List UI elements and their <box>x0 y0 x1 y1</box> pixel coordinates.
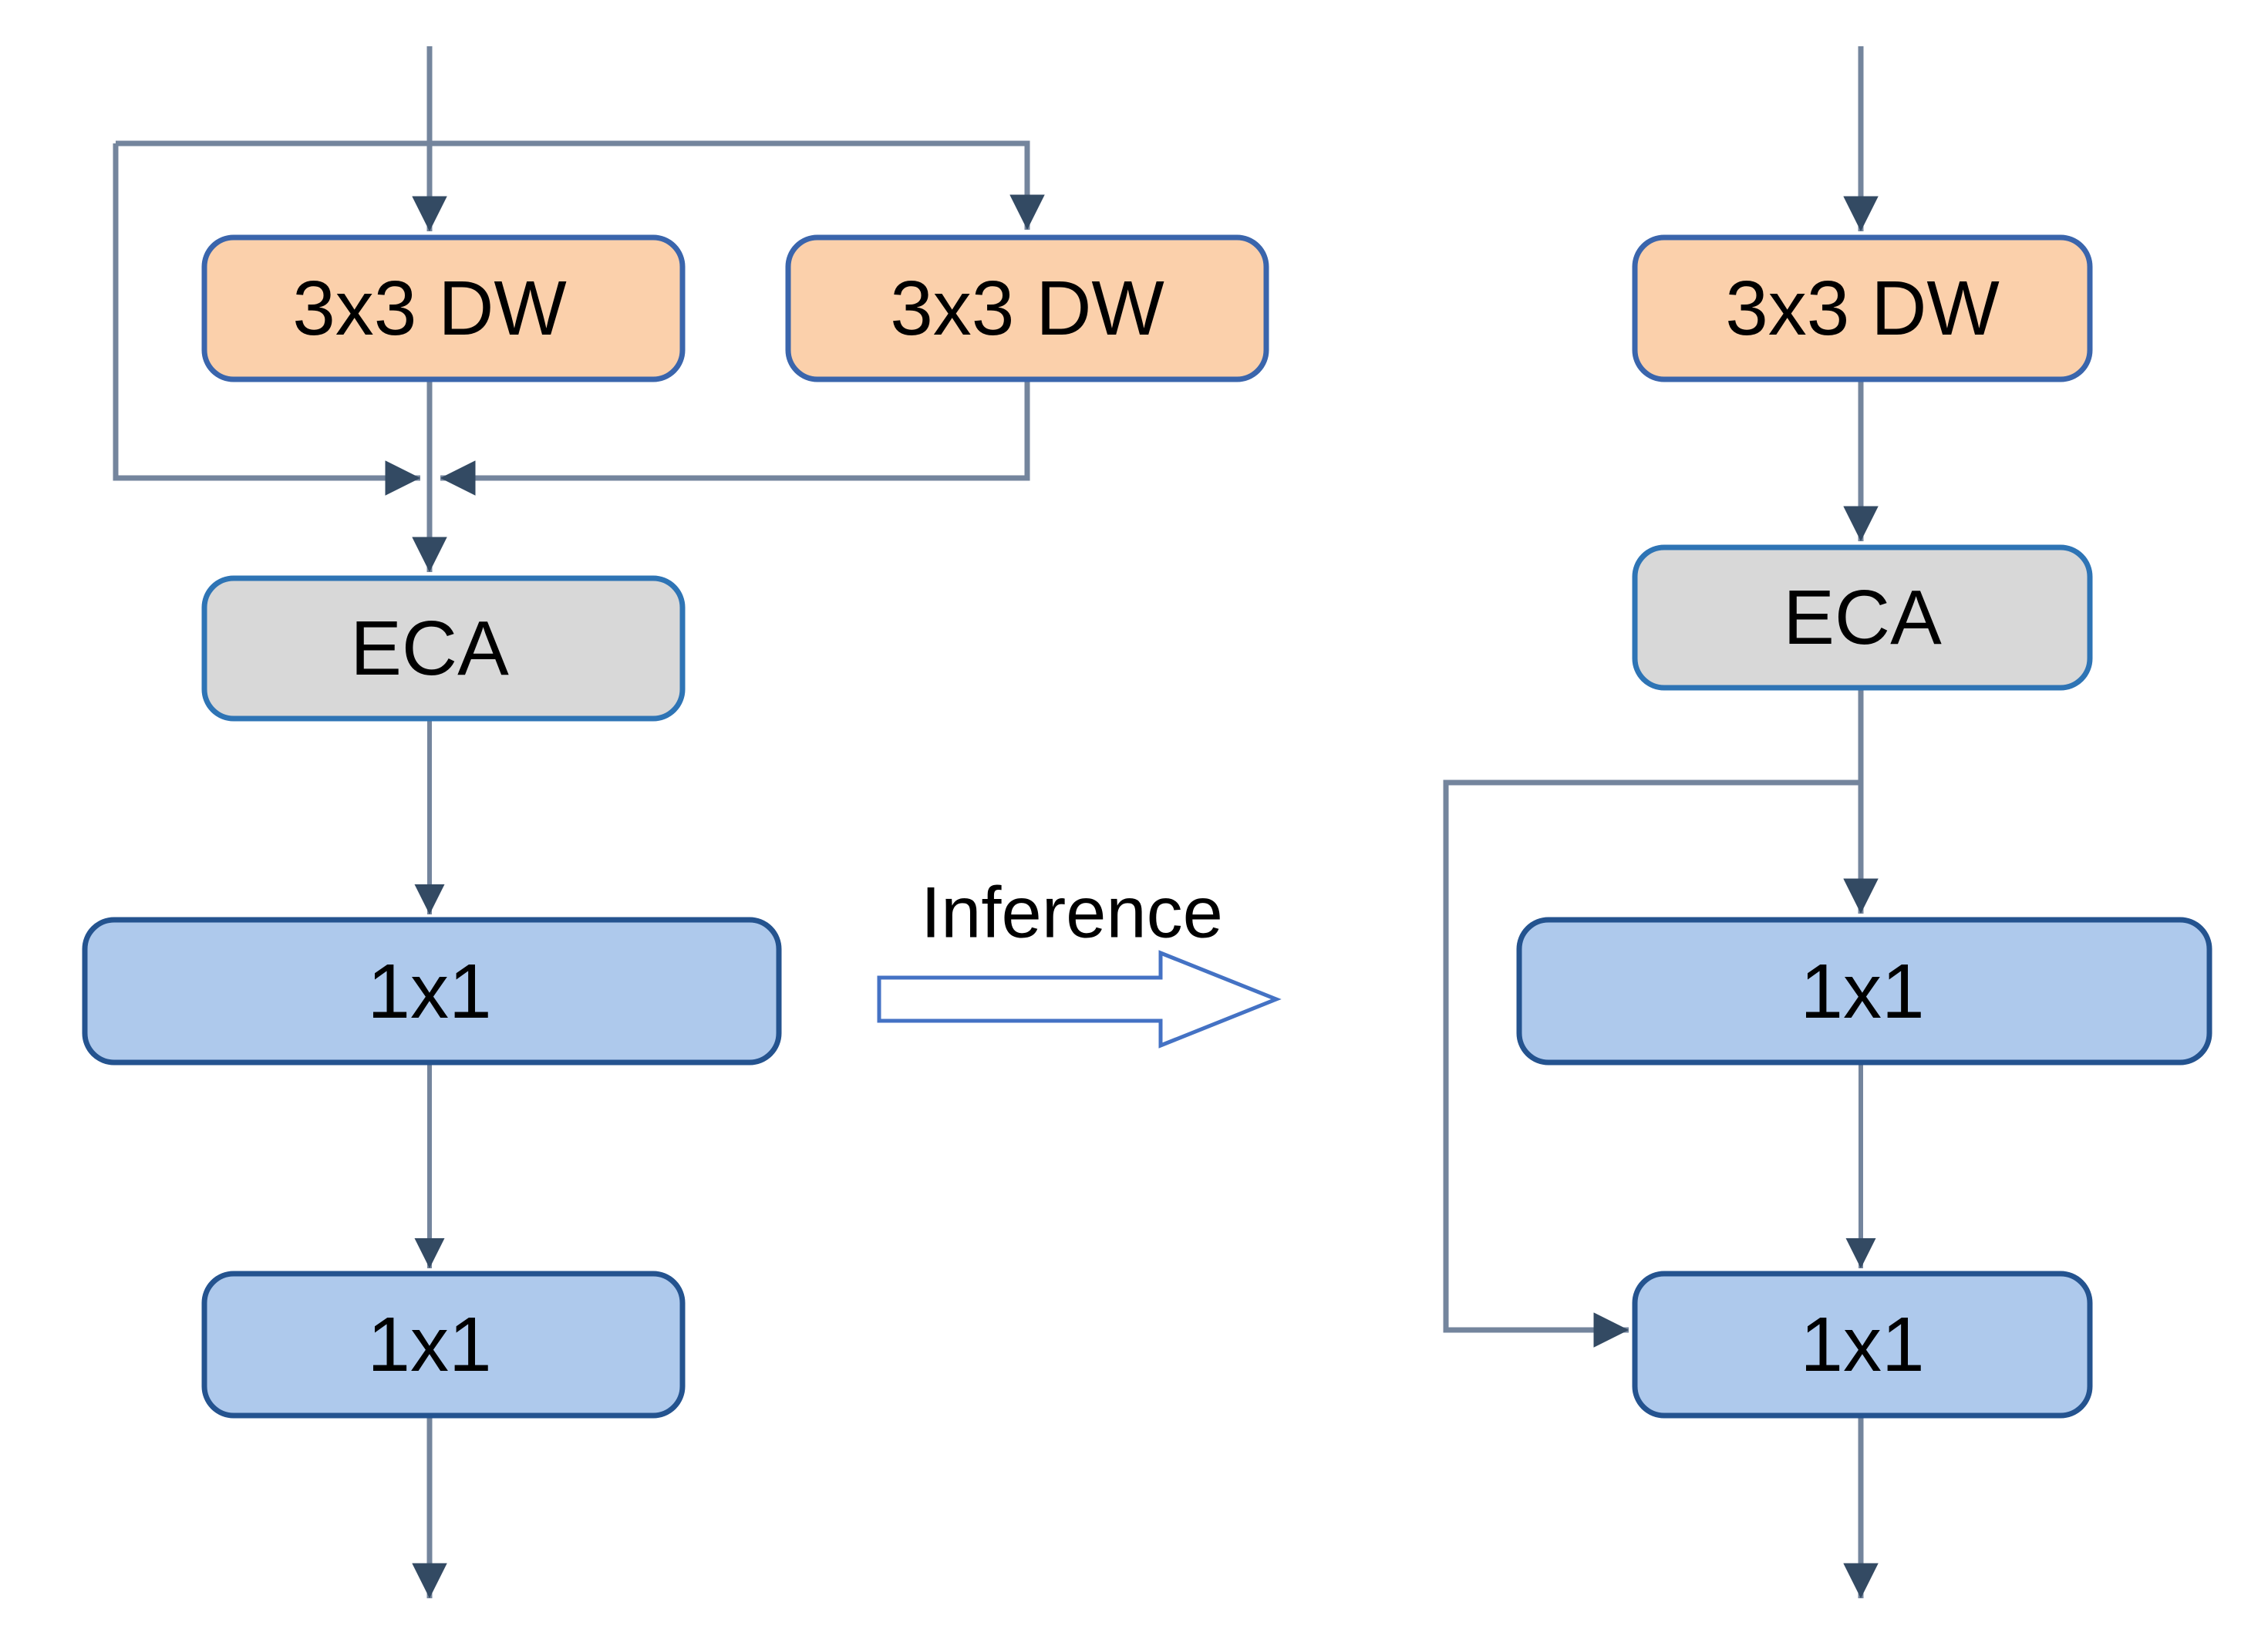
right-pw1-label: 1x1 <box>1800 948 1924 1035</box>
right-pw2-box <box>1632 1271 2093 1419</box>
inference-transition: Inference <box>877 872 1282 1049</box>
left-dw2-box <box>785 234 1269 382</box>
left-eca-label: ECA <box>350 605 509 692</box>
left-dw2-label: 3x3 DW <box>890 265 1164 352</box>
left-dw1-box <box>201 234 686 382</box>
inference-hollow-arrow <box>877 950 1282 1049</box>
left-pw1-box <box>82 917 782 1066</box>
right-dw-label: 3x3 DW <box>1725 265 2000 352</box>
left-pw1-label: 1x1 <box>367 948 491 1035</box>
inference-block: 3x3 DW ECA 1x1 1x1 <box>1443 46 2212 1598</box>
left-pw2-label: 1x1 <box>367 1301 491 1388</box>
left-pw2-box <box>201 1271 686 1419</box>
left-dw1-label: 3x3 DW <box>292 265 567 352</box>
left-branch-to-dw2-connector <box>116 140 1045 230</box>
right-skip-connector <box>1443 779 1861 1348</box>
right-pw1-box <box>1516 917 2212 1066</box>
inference-label: Inference <box>921 872 1223 953</box>
left-dw2-return-connector <box>440 379 1030 496</box>
left-eca-box <box>201 575 686 722</box>
right-eca-box <box>1632 544 2093 691</box>
training-block: 3x3 DW 3x3 DW ECA 1x1 1x1 <box>82 46 1269 1598</box>
right-eca-label: ECA <box>1783 574 1942 661</box>
right-dw-box <box>1632 234 2093 382</box>
right-pw2-label: 1x1 <box>1800 1301 1924 1388</box>
left-identity-skip-connector <box>113 143 420 496</box>
